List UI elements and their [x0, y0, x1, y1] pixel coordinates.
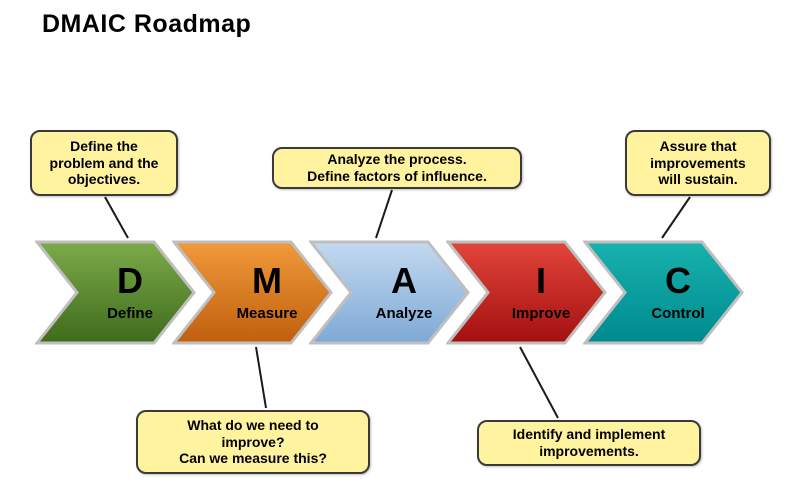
callout-define: Define the problem and the objectives.	[30, 130, 178, 196]
step-measure: M Measure	[172, 240, 334, 345]
chevron-shape-analyze	[309, 240, 470, 345]
connector-line-define	[104, 196, 129, 239]
step-letter-control: C	[665, 260, 691, 301]
step-letter-define: D	[117, 260, 143, 301]
step-label-analyze: Analyze	[375, 305, 433, 322]
step-define: D Define	[35, 240, 197, 345]
callout-analyze: Analyze the process. Define factors of i…	[272, 147, 522, 189]
page-title: DMAIC Roadmap	[42, 10, 252, 38]
step-label-define: Define	[107, 305, 153, 322]
chevron-shape-control	[583, 240, 744, 345]
chevron-shape-measure	[172, 240, 333, 345]
step-label-control: Control	[651, 305, 705, 322]
step-letter-improve: I	[535, 260, 546, 301]
step-improve: I Improve	[446, 240, 608, 345]
callout-control: Assure that improvements will sustain.	[625, 130, 771, 196]
chevron-shape-define	[35, 240, 196, 345]
connector-line-control	[661, 196, 691, 239]
step-letter-measure: M	[252, 260, 282, 301]
connector-line-improve	[519, 346, 559, 419]
step-label-improve: Improve	[511, 305, 571, 322]
connector-line-measure	[255, 346, 267, 409]
chevron-shape-improve	[446, 240, 607, 345]
callout-improve: Identify and implement improvements.	[477, 420, 701, 466]
callout-measure: What do we need to improve? Can we measu…	[136, 410, 370, 474]
step-control: C Control	[583, 240, 745, 345]
step-letter-analyze: A	[391, 260, 417, 301]
step-label-measure: Measure	[236, 305, 298, 322]
step-analyze: A Analyze	[309, 240, 471, 345]
connector-line-analyze	[375, 189, 393, 239]
